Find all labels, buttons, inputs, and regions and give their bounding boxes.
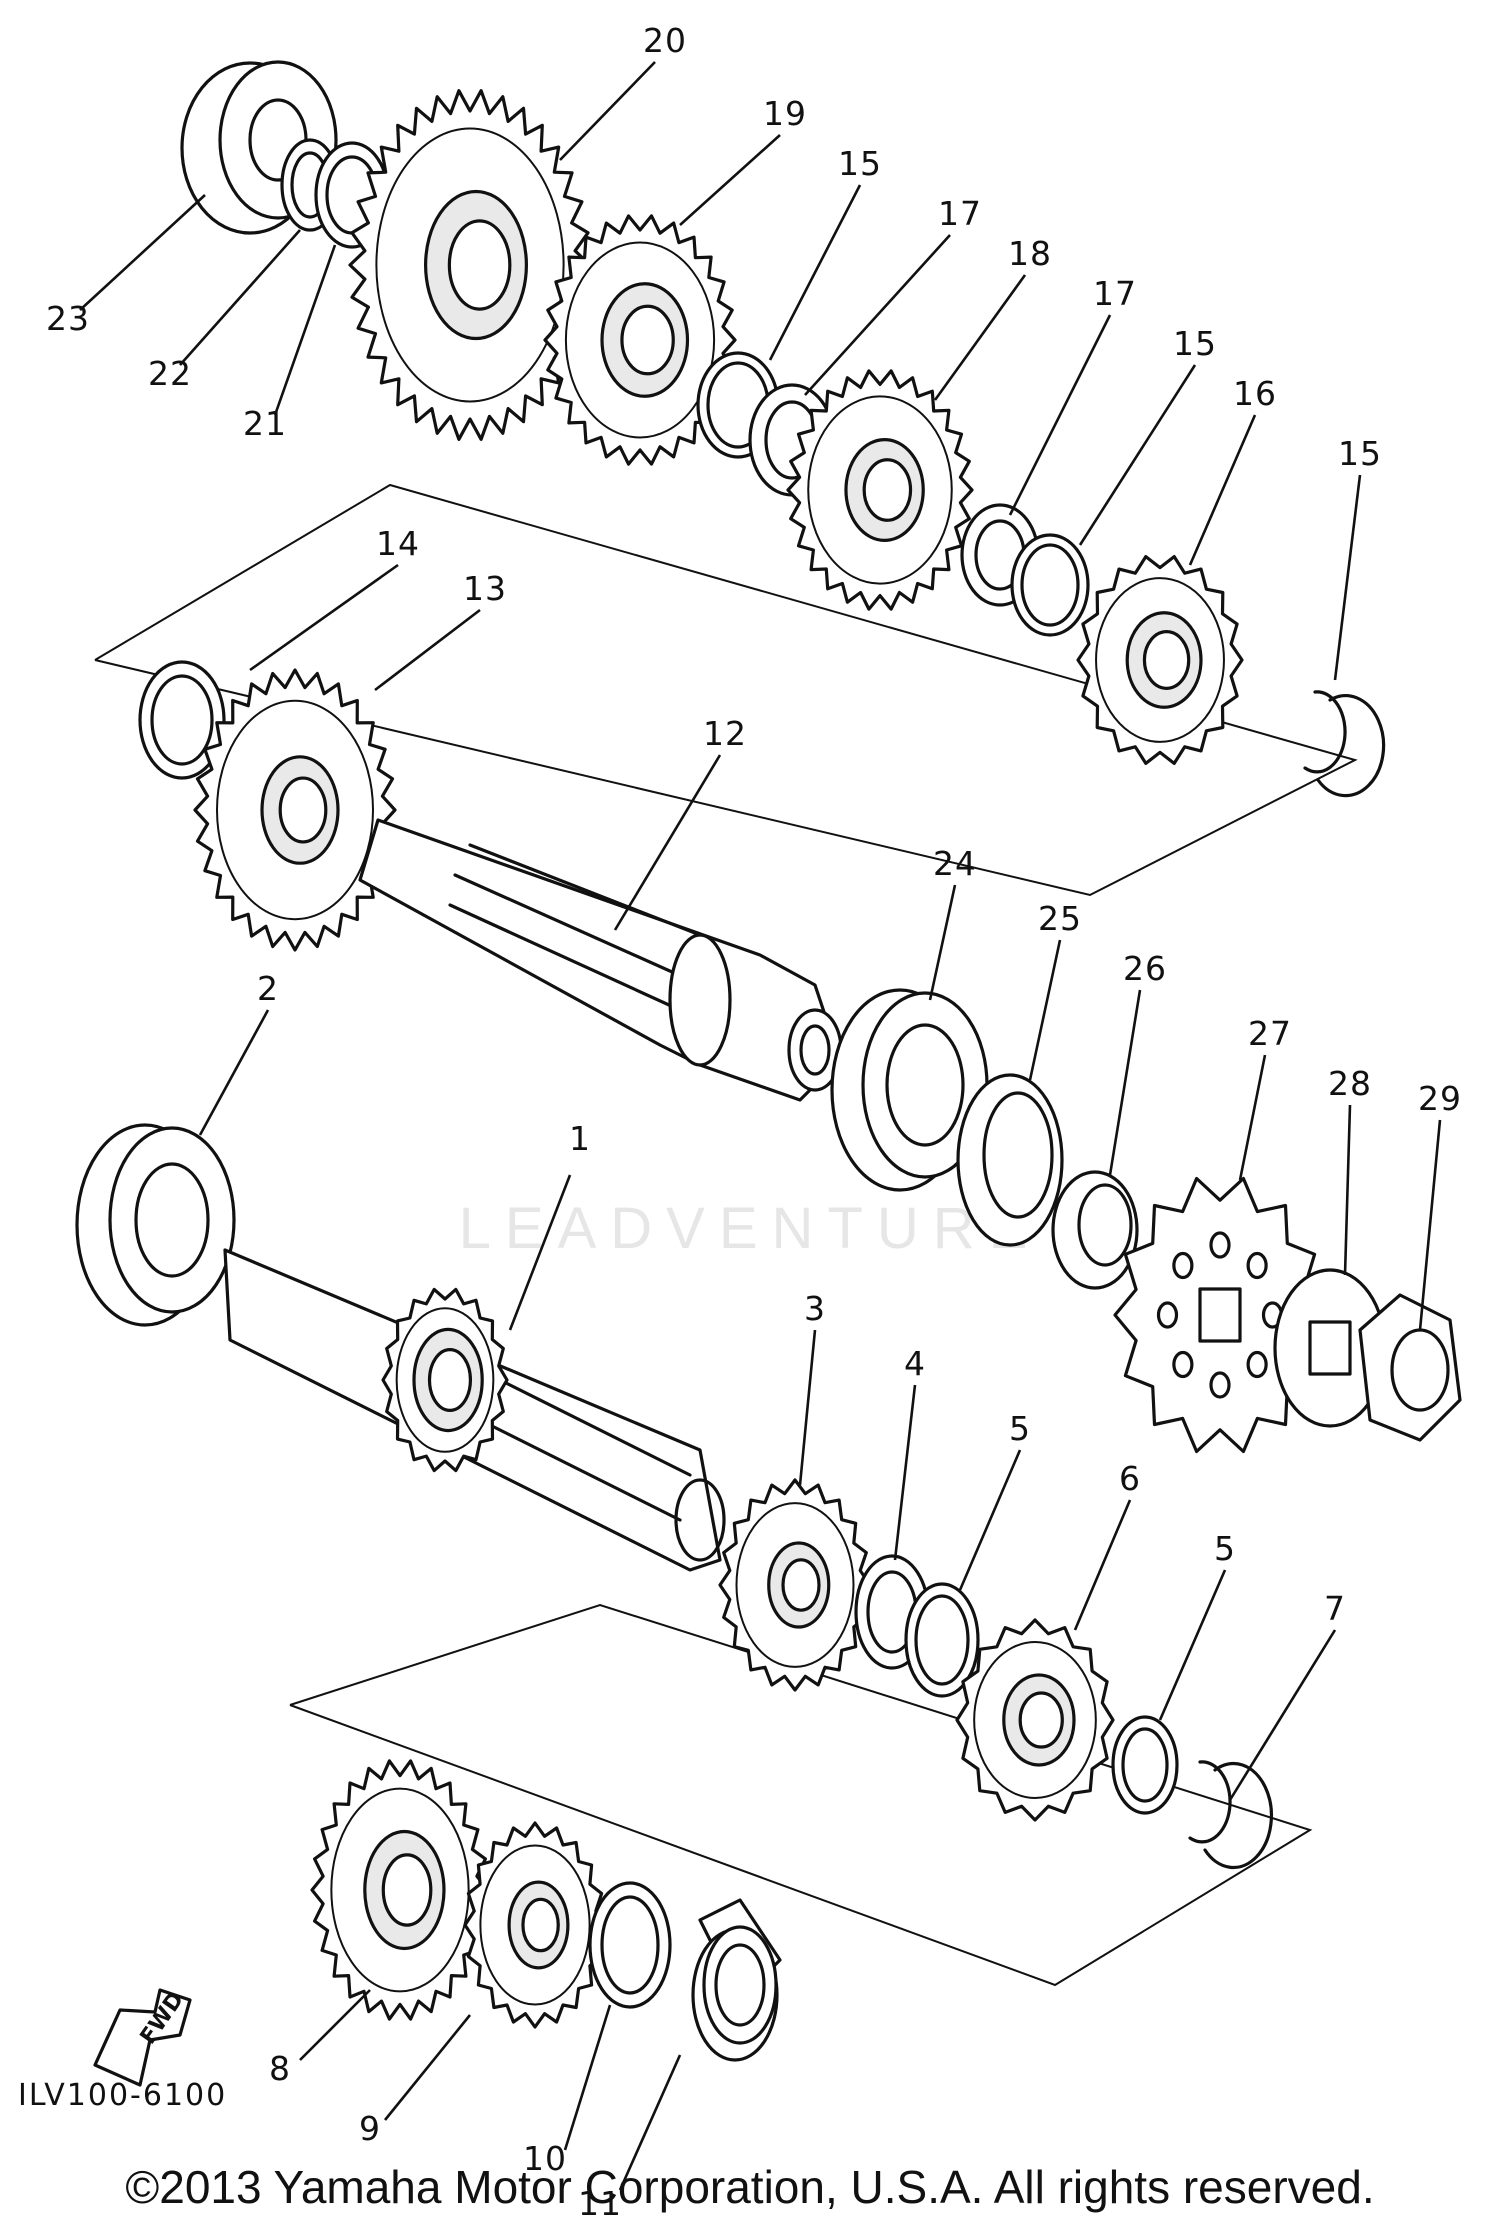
figure-code: ILV100-6100 — [18, 2078, 228, 2113]
leader-line-28 — [1343, 1104, 1352, 1276]
callout-2: 2 — [257, 969, 279, 1008]
callout-12: 12 — [703, 714, 747, 753]
gear-9 — [463, 1821, 607, 2029]
circlip-15c — [1303, 690, 1386, 798]
circlip-5a — [904, 1582, 980, 1698]
bushing-11 — [691, 1898, 782, 2062]
callout-15: 15 — [1338, 434, 1382, 473]
leader-line-15 — [1078, 364, 1197, 546]
main-axle-12 — [358, 818, 843, 1102]
leader-line-15 — [768, 184, 862, 361]
leader-line-5 — [1158, 1569, 1227, 1721]
callout-25: 25 — [1038, 899, 1082, 938]
callout-8: 8 — [269, 2049, 291, 2088]
callout-23: 23 — [46, 299, 90, 338]
callout-28: 28 — [1328, 1064, 1372, 1103]
callout-1: 1 — [569, 1119, 591, 1158]
leader-line-16 — [1188, 414, 1257, 566]
leader-line-26 — [1108, 989, 1142, 1176]
leader-line-12 — [613, 754, 722, 931]
gear-1 — [381, 1287, 509, 1473]
lower-group-outline — [289, 1603, 1313, 1987]
gear-6 — [955, 1618, 1115, 1822]
callout-13: 13 — [463, 569, 507, 608]
leader-line-29 — [1418, 1119, 1442, 1331]
callout-15: 15 — [838, 144, 882, 183]
callout-5: 5 — [1214, 1529, 1236, 1568]
leader-line-21 — [273, 244, 337, 416]
leader-line-25 — [1028, 939, 1062, 1081]
leader-line-24 — [928, 884, 957, 1001]
circlip-5b — [1111, 1715, 1179, 1815]
washer-14 — [138, 660, 226, 780]
callout-17: 17 — [938, 194, 982, 233]
leader-line-13 — [374, 608, 481, 692]
callout-22: 22 — [148, 354, 192, 393]
leader-line-14 — [249, 563, 399, 672]
leader-line-22 — [179, 229, 301, 366]
gear-13 — [193, 668, 397, 952]
gear-18 — [786, 369, 974, 611]
gear-8 — [310, 1759, 490, 2021]
sprocket-27 — [1113, 1176, 1327, 1454]
leader-line-19 — [679, 134, 781, 226]
leader-line-4 — [893, 1384, 917, 1561]
callout-6: 6 — [1119, 1459, 1141, 1498]
leader-line-9 — [383, 2014, 472, 2121]
callout-14: 14 — [376, 524, 420, 563]
callout-18: 18 — [1008, 234, 1052, 273]
leader-line-5 — [958, 1449, 1022, 1591]
callout-21: 21 — [243, 404, 287, 443]
leader-line-27 — [1238, 1054, 1267, 1181]
callout-15: 15 — [1173, 324, 1217, 363]
leader-line-10 — [563, 2004, 612, 2151]
watermark: LEADVENTURE — [458, 1196, 1042, 1261]
gear-3 — [718, 1478, 872, 1692]
leader-line-23 — [79, 194, 206, 311]
callout-17: 17 — [1093, 274, 1137, 313]
leader-line-8 — [299, 1989, 371, 2061]
callout-11: 11 — [578, 2184, 622, 2220]
nut-29 — [1358, 1293, 1462, 1442]
callout-27: 27 — [1248, 1014, 1292, 1053]
leader-line-11 — [618, 2054, 682, 2191]
callout-layer: 1234556789101112131415151516171718192021… — [46, 21, 1462, 2220]
leader-line-17 — [804, 234, 951, 396]
collar-26 — [1051, 1170, 1139, 1290]
upper-group-outline — [94, 483, 1358, 897]
circlip-7 — [1188, 1760, 1274, 1870]
leader-line-15 — [1333, 474, 1362, 681]
fwd-arrow-icon: FWD — [93, 1988, 192, 2087]
leader-line-7 — [1228, 1629, 1337, 1801]
bearing-2 — [75, 1123, 236, 1327]
washer-10 — [588, 1881, 672, 2009]
callout-16: 16 — [1233, 374, 1277, 413]
callout-24: 24 — [933, 844, 977, 883]
callout-7: 7 — [1324, 1589, 1346, 1628]
callout-3: 3 — [804, 1289, 826, 1328]
callout-19: 19 — [763, 94, 807, 133]
callout-26: 26 — [1123, 949, 1167, 988]
leader-line-3 — [798, 1329, 817, 1486]
callout-9: 9 — [359, 2109, 381, 2148]
leader-line-20 — [559, 61, 656, 161]
leader-line-1 — [508, 1174, 572, 1331]
copyright-notice: ©2013 Yamaha Motor Corporation, U.S.A. A… — [125, 2161, 1375, 2213]
oil-seal-25 — [956, 1073, 1064, 1247]
gear-16 — [1076, 555, 1244, 765]
callout-20: 20 — [643, 21, 687, 60]
callout-5: 5 — [1009, 1409, 1031, 1448]
gear-19 — [543, 214, 737, 466]
callout-10: 10 — [523, 2139, 567, 2178]
leader-line-18 — [933, 274, 1027, 401]
leader-line-17 — [1008, 314, 1112, 516]
circlip-15b — [1010, 533, 1090, 637]
leader-line-2 — [198, 1009, 270, 1136]
callout-4: 4 — [904, 1344, 926, 1383]
bearing-24 — [830, 988, 989, 1192]
leader-line-6 — [1073, 1499, 1132, 1631]
gear-20 — [348, 89, 592, 441]
callout-29: 29 — [1418, 1079, 1462, 1118]
